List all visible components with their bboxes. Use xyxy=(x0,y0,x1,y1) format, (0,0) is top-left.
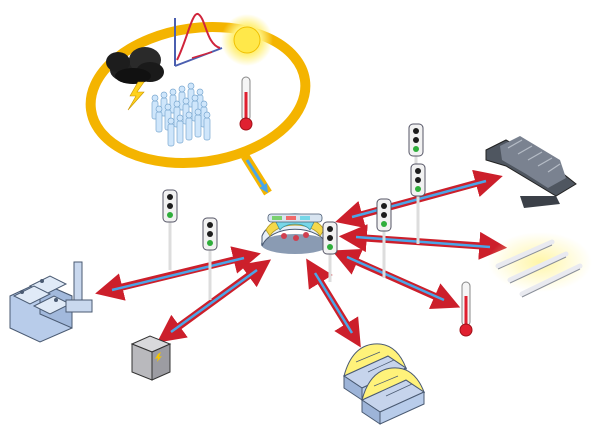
curve-chart-icon xyxy=(174,13,223,67)
traffic-light-icon xyxy=(376,198,392,278)
traffic-light-icon xyxy=(202,217,218,300)
arrow-hub-lighttubes xyxy=(338,224,508,260)
traffic-light-icon xyxy=(410,163,426,244)
control-center-icon xyxy=(261,213,329,254)
thermometer-icon xyxy=(459,281,473,337)
arrow-hub-thermometer xyxy=(331,249,461,309)
traffic-light-icon xyxy=(162,189,178,270)
lightning-icon xyxy=(127,81,145,111)
escalator-icon xyxy=(485,136,577,208)
arrow-hub-greenhouse xyxy=(306,258,361,348)
traffic-light-icon xyxy=(322,221,338,282)
arrow-hub-battery xyxy=(156,259,272,343)
traffic-lights xyxy=(162,123,426,300)
connection-arrows xyxy=(95,169,508,348)
storm-cloud-icon xyxy=(106,47,164,84)
arrow-hub-factory xyxy=(95,246,261,301)
traffic-light-icon xyxy=(408,123,424,168)
greenhouse-icon xyxy=(342,343,426,425)
thermometer-icon xyxy=(239,76,253,131)
factory-icon xyxy=(9,261,93,343)
light-tubes-icon xyxy=(488,232,592,298)
battery-icon xyxy=(130,335,172,381)
crowd-icon xyxy=(151,82,211,147)
sun-icon xyxy=(221,14,273,66)
